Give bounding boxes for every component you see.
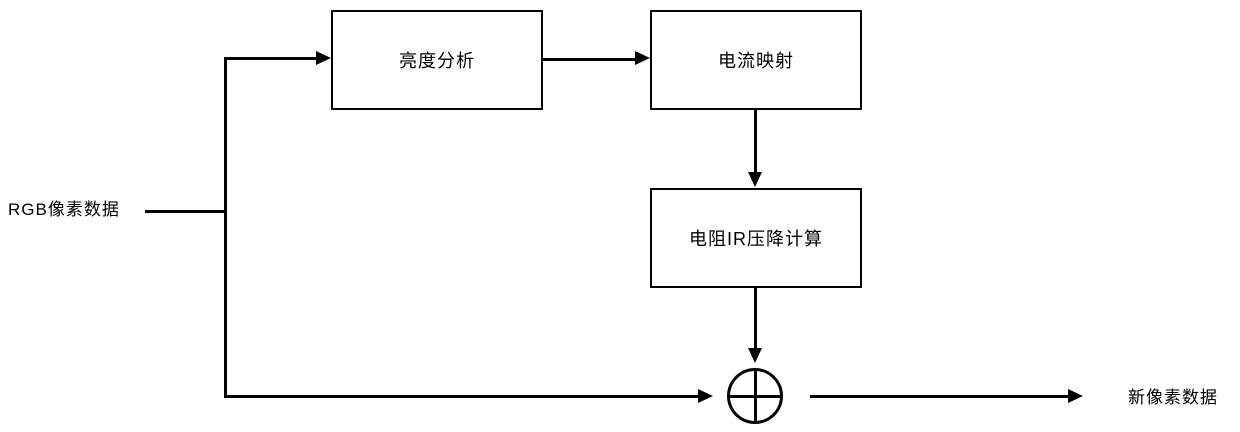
node-brightness-analysis-label: 亮度分析 — [399, 51, 475, 71]
arrowhead-into-sum-top — [748, 348, 762, 363]
arrowhead-into-brightness — [316, 51, 331, 65]
arrowhead-into-current — [635, 51, 650, 65]
node-current-mapping-label: 电流映射 — [718, 51, 794, 71]
edge-current-to-irdrop — [754, 110, 757, 172]
edge-trunk-vertical — [224, 57, 227, 398]
edge-irdrop-to-sum — [754, 288, 757, 348]
sum-node-circled-plus-icon — [727, 368, 783, 424]
input-label-rgb-pixel-data: RGB像素数据 — [8, 200, 120, 219]
node-ir-drop-calculation: 电阻IR压降计算 — [650, 188, 862, 288]
edge-input-to-trunk — [145, 210, 225, 213]
output-label-new-pixel-data: 新像素数据 — [1128, 388, 1218, 407]
sum-node-vertical-bar — [753, 371, 757, 421]
edge-sum-to-output — [810, 395, 1068, 398]
node-current-mapping: 电流映射 — [650, 10, 862, 110]
edge-trunk-to-sum — [224, 395, 698, 398]
node-brightness-analysis: 亮度分析 — [331, 10, 543, 110]
edge-brightness-to-current — [543, 58, 635, 61]
arrowhead-into-irdrop — [748, 172, 762, 187]
edge-trunk-to-brightness — [224, 57, 316, 60]
arrowhead-into-sum-left — [698, 389, 713, 403]
arrowhead-into-output — [1068, 389, 1083, 403]
node-ir-drop-calculation-label: 电阻IR压降计算 — [689, 229, 823, 249]
